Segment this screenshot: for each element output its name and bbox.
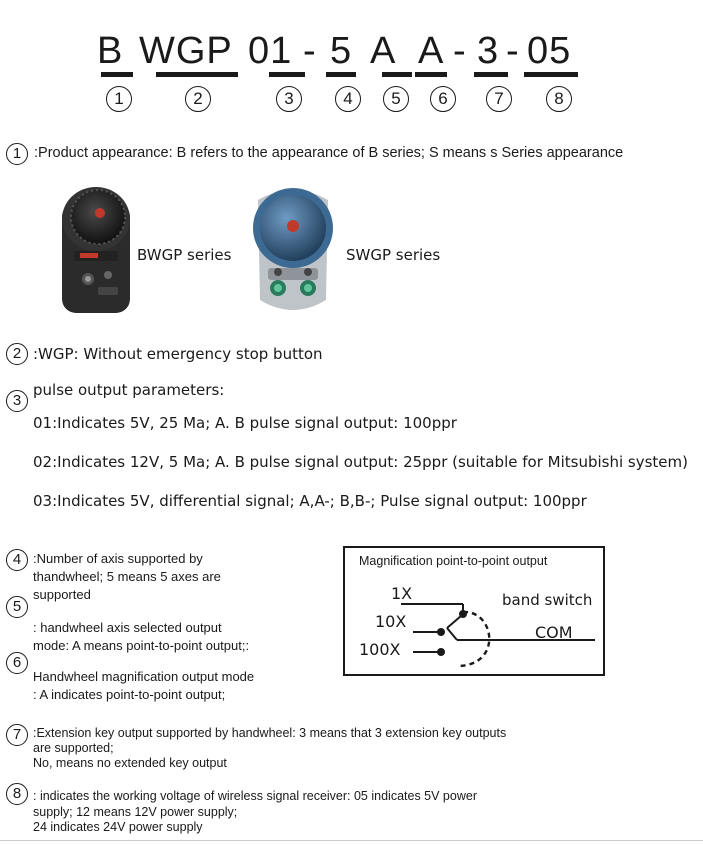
- com-label: COM: [535, 623, 573, 642]
- magnification-1x-label: 1X: [391, 584, 413, 603]
- code-b: B: [97, 30, 124, 72]
- item7-line: are supported;: [33, 741, 114, 755]
- pulse-param-02: 02:Indicates 12V, 5 Ma; A. B pulse signa…: [33, 453, 688, 471]
- bwgp-label: BWGP series: [137, 246, 232, 264]
- code-3: 3: [477, 30, 500, 72]
- code-number-3: 3: [276, 86, 302, 112]
- item7-number: 7: [6, 724, 28, 746]
- code-number-4: 4: [335, 86, 361, 112]
- switch-schematic: [401, 603, 595, 668]
- magnification-title: Magnification point-to-point output: [359, 554, 548, 568]
- item4-line: thandwheel; 5 means 5 axes are: [33, 569, 221, 584]
- magnification-diagram: Magnification point-to-point output 1X 1…: [343, 546, 605, 676]
- item5-line: : handwheel axis selected output: [33, 620, 222, 635]
- item6-line: Handwheel magnification output mode: [33, 669, 255, 684]
- bwgp-device-image: [62, 187, 130, 313]
- item1-number: 1: [6, 143, 28, 165]
- code-underline: [382, 72, 412, 77]
- code-underline: [269, 72, 305, 77]
- code-underline: [474, 72, 508, 77]
- item5-number: 5: [6, 596, 28, 618]
- code-number-2: 2: [185, 86, 211, 112]
- band-switch-label: band switch: [502, 591, 593, 609]
- bottom-divider: [0, 840, 703, 841]
- pulse-param-01: 01:Indicates 5V, 25 Ma; A. B pulse signa…: [33, 414, 457, 432]
- item2-text: :WGP: Without emergency stop button: [33, 345, 323, 363]
- code-05: 05: [527, 30, 572, 72]
- code-a2: A: [418, 30, 445, 72]
- item7-line: No, means no extended key output: [33, 756, 227, 770]
- code-underline: [524, 72, 578, 77]
- item8-line: : indicates the working voltage of wirel…: [33, 789, 477, 803]
- item8-number: 8: [6, 783, 28, 805]
- pulse-param-03: 03:Indicates 5V, differential signal; A,…: [33, 492, 587, 510]
- code-underline: [156, 72, 238, 77]
- code-number-8: 8: [546, 86, 572, 112]
- item3-number: 3: [6, 390, 28, 412]
- code-underline: [326, 72, 356, 77]
- swgp-label: SWGP series: [346, 246, 441, 264]
- code-wgp: WGP: [139, 30, 233, 72]
- item7-line: :Extension key output supported by handw…: [33, 726, 507, 740]
- code-number-1: 1: [106, 86, 132, 112]
- swgp-device-image: [253, 188, 333, 310]
- item4-number: 4: [6, 549, 28, 571]
- item4-line: supported: [33, 587, 91, 602]
- code-a1: A: [370, 30, 397, 72]
- item8-line: supply; 12 means 12V power supply;: [33, 805, 238, 819]
- code-number-5: 5: [383, 86, 409, 112]
- item8-line: 24 indicates 24V power supply: [33, 820, 203, 834]
- code-dash: -: [303, 30, 317, 72]
- item6-line: : A indicates point-to-point output;: [33, 687, 226, 702]
- item6-number: 6: [6, 652, 28, 674]
- code-underline: [415, 72, 447, 77]
- code-5: 5: [330, 30, 353, 72]
- code-underline: [101, 72, 133, 77]
- magnification-100x-label: 100X: [359, 640, 401, 659]
- code-01: 01: [248, 30, 293, 72]
- code-number-7: 7: [486, 86, 512, 112]
- item1-text: :Product appearance: B refers to the app…: [34, 145, 624, 161]
- code-dash: -: [453, 30, 467, 72]
- magnification-10x-label: 10X: [375, 612, 407, 631]
- item3-title: pulse output parameters:: [33, 381, 225, 399]
- item5-line: mode: A means point-to-point output;:: [33, 638, 250, 653]
- code-dash: -: [506, 30, 520, 72]
- item2-number: 2: [6, 343, 28, 365]
- item4-line: :Number of axis supported by: [33, 551, 203, 566]
- code-number-6: 6: [430, 86, 456, 112]
